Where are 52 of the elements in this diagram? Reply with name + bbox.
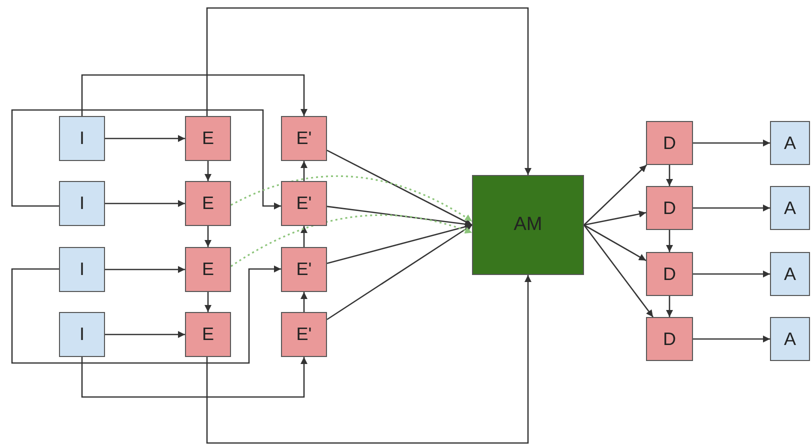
process-box: E' (281, 116, 327, 161)
process-box: E (185, 181, 231, 226)
input-box: I (59, 247, 105, 292)
arrow (693, 270, 770, 278)
arrow (584, 210, 646, 226)
process-box: E' (281, 312, 327, 357)
arrow (204, 292, 212, 312)
process-box: E' (281, 181, 327, 226)
input-box: I (59, 181, 105, 226)
arrow (206, 7, 532, 175)
arrow (11, 266, 281, 364)
arrow (666, 165, 673, 186)
output-box: A (770, 252, 810, 296)
process-box: D (646, 317, 693, 361)
arrow (326, 150, 472, 226)
arrow (666, 230, 673, 252)
process-box: D (646, 252, 693, 296)
arrow (11, 109, 281, 210)
arrow (105, 266, 185, 273)
arrow (81, 74, 308, 116)
arrow (81, 357, 308, 398)
arrow (206, 275, 532, 444)
arrow (693, 336, 770, 342)
process-box: E (185, 116, 231, 161)
process-box: E (185, 247, 231, 292)
input-box: I (59, 116, 105, 161)
arrow (105, 135, 185, 142)
hub-box: AM (472, 175, 584, 275)
arrow (204, 226, 212, 247)
arrow (300, 292, 308, 312)
arrow (583, 224, 654, 318)
arrow (105, 331, 185, 338)
output-box: A (770, 121, 810, 165)
arrow (300, 226, 308, 247)
arrow (666, 296, 673, 317)
process-box: D (646, 186, 693, 230)
process-box: E (185, 312, 231, 357)
arrow (326, 224, 472, 320)
arrow (584, 164, 647, 226)
arrow (584, 224, 646, 262)
output-box: A (770, 186, 810, 230)
arrow (204, 161, 212, 181)
output-box: A (770, 317, 810, 361)
input-box: I (59, 312, 105, 357)
dotted-arrow (230, 175, 472, 222)
process-box: D (646, 121, 693, 165)
arrow (105, 200, 185, 207)
arrow (300, 161, 308, 181)
process-box: E' (281, 247, 327, 292)
dotted-arrow (230, 214, 472, 267)
arrow (693, 140, 770, 146)
arrow (693, 204, 770, 212)
